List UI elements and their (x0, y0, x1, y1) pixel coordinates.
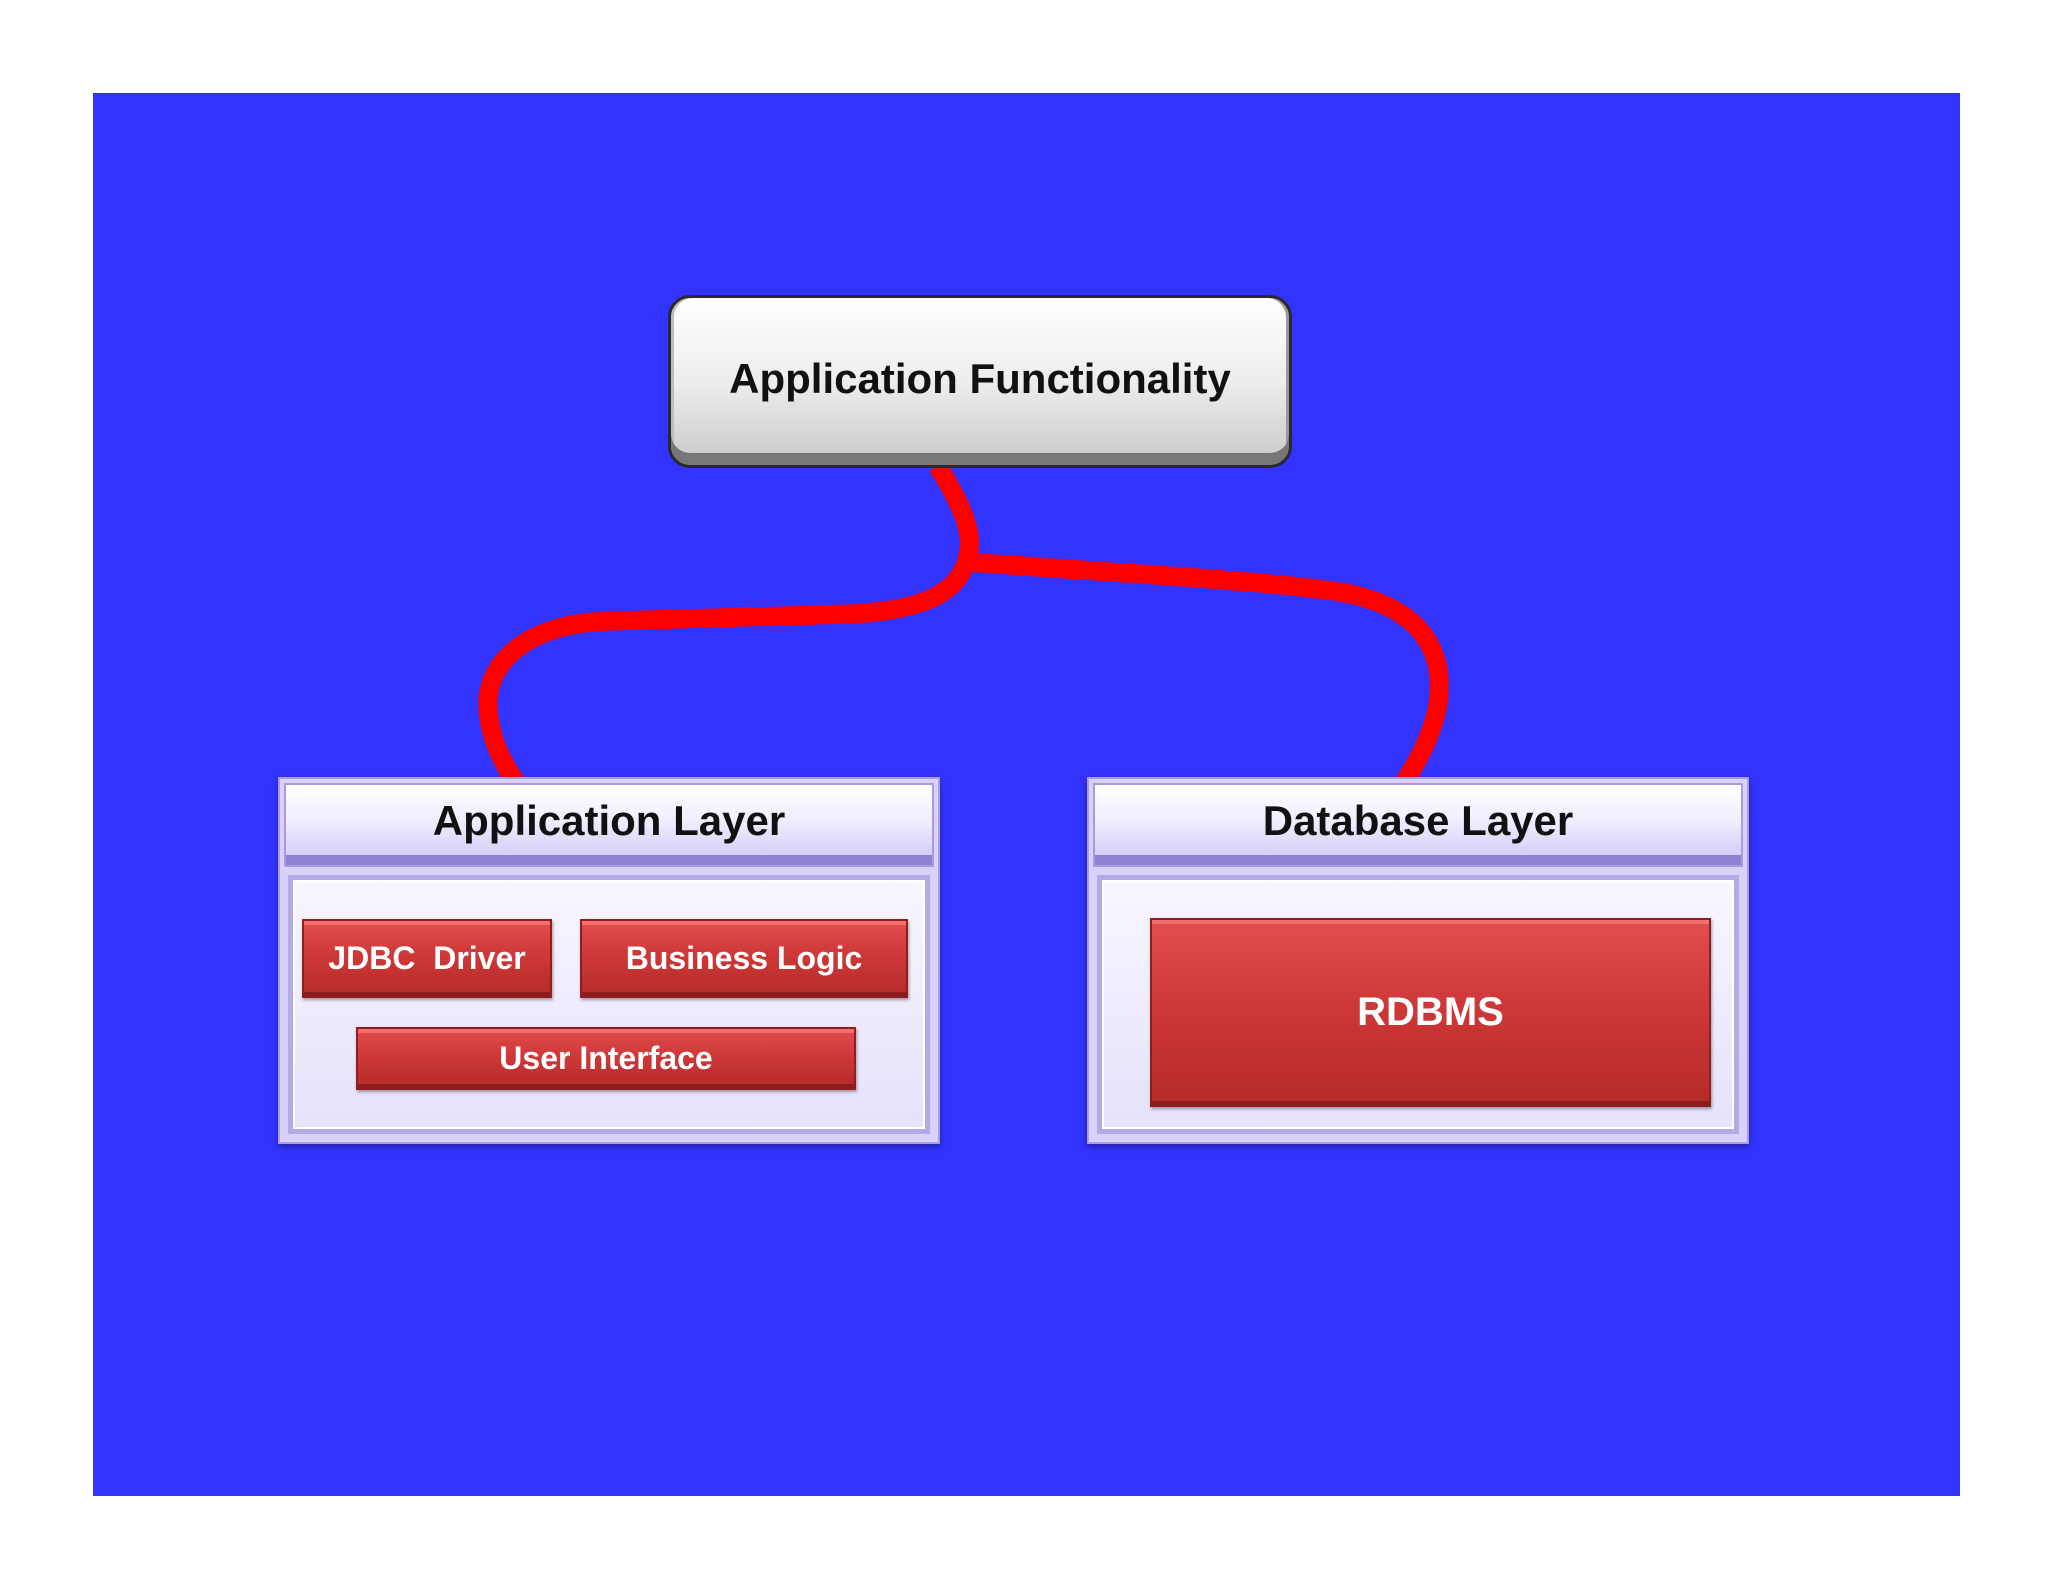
jdbc-driver-box: JDBC Driver (302, 919, 552, 998)
user-interface-label: User Interface (499, 1040, 713, 1076)
edge-root-to-application-layer (478, 461, 980, 788)
rdbms-box: RDBMS (1150, 918, 1711, 1107)
edge-root-to-database-layer (965, 552, 1449, 790)
application-layer-title: Application Layer (432, 797, 786, 844)
application-functionality-box: Application Functionality (668, 295, 1292, 468)
database-layer-title: Database Layer (1262, 797, 1574, 844)
database-layer-header: Database Layer (1093, 783, 1743, 867)
application-layer-body (288, 875, 930, 1134)
business-logic-box: Business Logic (580, 919, 908, 998)
user-interface-box: User Interface (356, 1027, 856, 1090)
rdbms-label: RDBMS (1357, 990, 1504, 1034)
application-functionality-label: Application Functionality (729, 354, 1231, 402)
application-layer-header: Application Layer (284, 783, 934, 867)
business-logic-label: Business Logic (625, 940, 863, 976)
jdbc-driver-label: JDBC Driver (328, 940, 526, 976)
